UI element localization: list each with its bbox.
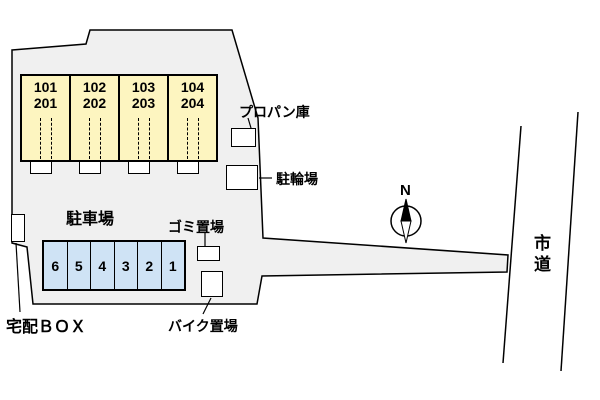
building-unit: 104 204 <box>169 76 216 160</box>
stairs-marker <box>88 118 101 159</box>
entrance-porch <box>177 161 199 174</box>
stairs-marker <box>186 118 199 159</box>
unit-number-lower: 204 <box>180 95 205 112</box>
unit-number-lower: 201 <box>33 95 58 112</box>
building: 101 201 102 202 103 203 104 204 <box>20 74 218 162</box>
parking-space: 3 <box>115 242 138 289</box>
bike-parking-area <box>201 271 223 297</box>
building-unit: 101 201 <box>22 76 71 160</box>
unit-number-upper: 102 <box>82 79 107 95</box>
leader-bike <box>202 297 212 315</box>
garbage-label: ゴミ置場 <box>168 219 224 235</box>
parking-lot: 6 5 4 3 2 1 <box>42 240 186 291</box>
bicycle-parking-area <box>226 165 258 190</box>
road-line-right <box>560 111 579 372</box>
bicycle-label: 駐輪場 <box>276 171 318 187</box>
bike-label: バイク置場 <box>168 318 238 334</box>
propane-label: プロパン庫 <box>239 104 310 120</box>
parking-label: 駐車場 <box>66 211 115 228</box>
unit-number-lower: 202 <box>82 95 107 112</box>
parking-space: 2 <box>138 242 162 289</box>
stairs-marker <box>137 118 150 159</box>
parking-space: 6 <box>44 242 68 289</box>
road-line-left <box>502 125 522 364</box>
building-unit: 102 202 <box>71 76 120 160</box>
unit-number-upper: 104 <box>180 79 205 95</box>
leader-propane <box>247 117 252 129</box>
parking-space: 1 <box>168 257 177 274</box>
compass-north-label: N <box>400 182 411 199</box>
propane-storage <box>231 128 256 147</box>
delivery-box-label: 宅配ＢＯＸ <box>6 319 87 336</box>
building-unit: 103 203 <box>120 76 169 160</box>
parking-space: 4 <box>91 242 115 289</box>
leader-delivery-box <box>15 242 21 313</box>
parking-space: 5 <box>68 242 91 289</box>
entrance-porch <box>128 161 150 174</box>
entrance-porch <box>30 161 52 174</box>
garbage-area <box>197 246 220 261</box>
delivery-box <box>11 214 25 242</box>
stairs-marker <box>39 118 52 159</box>
road-label: 市道 <box>531 234 550 276</box>
unit-number-upper: 103 <box>131 79 156 95</box>
entrance-porch <box>79 161 101 174</box>
compass-needle-south <box>400 220 412 244</box>
unit-number-upper: 101 <box>33 79 58 95</box>
unit-number-lower: 203 <box>131 95 156 112</box>
